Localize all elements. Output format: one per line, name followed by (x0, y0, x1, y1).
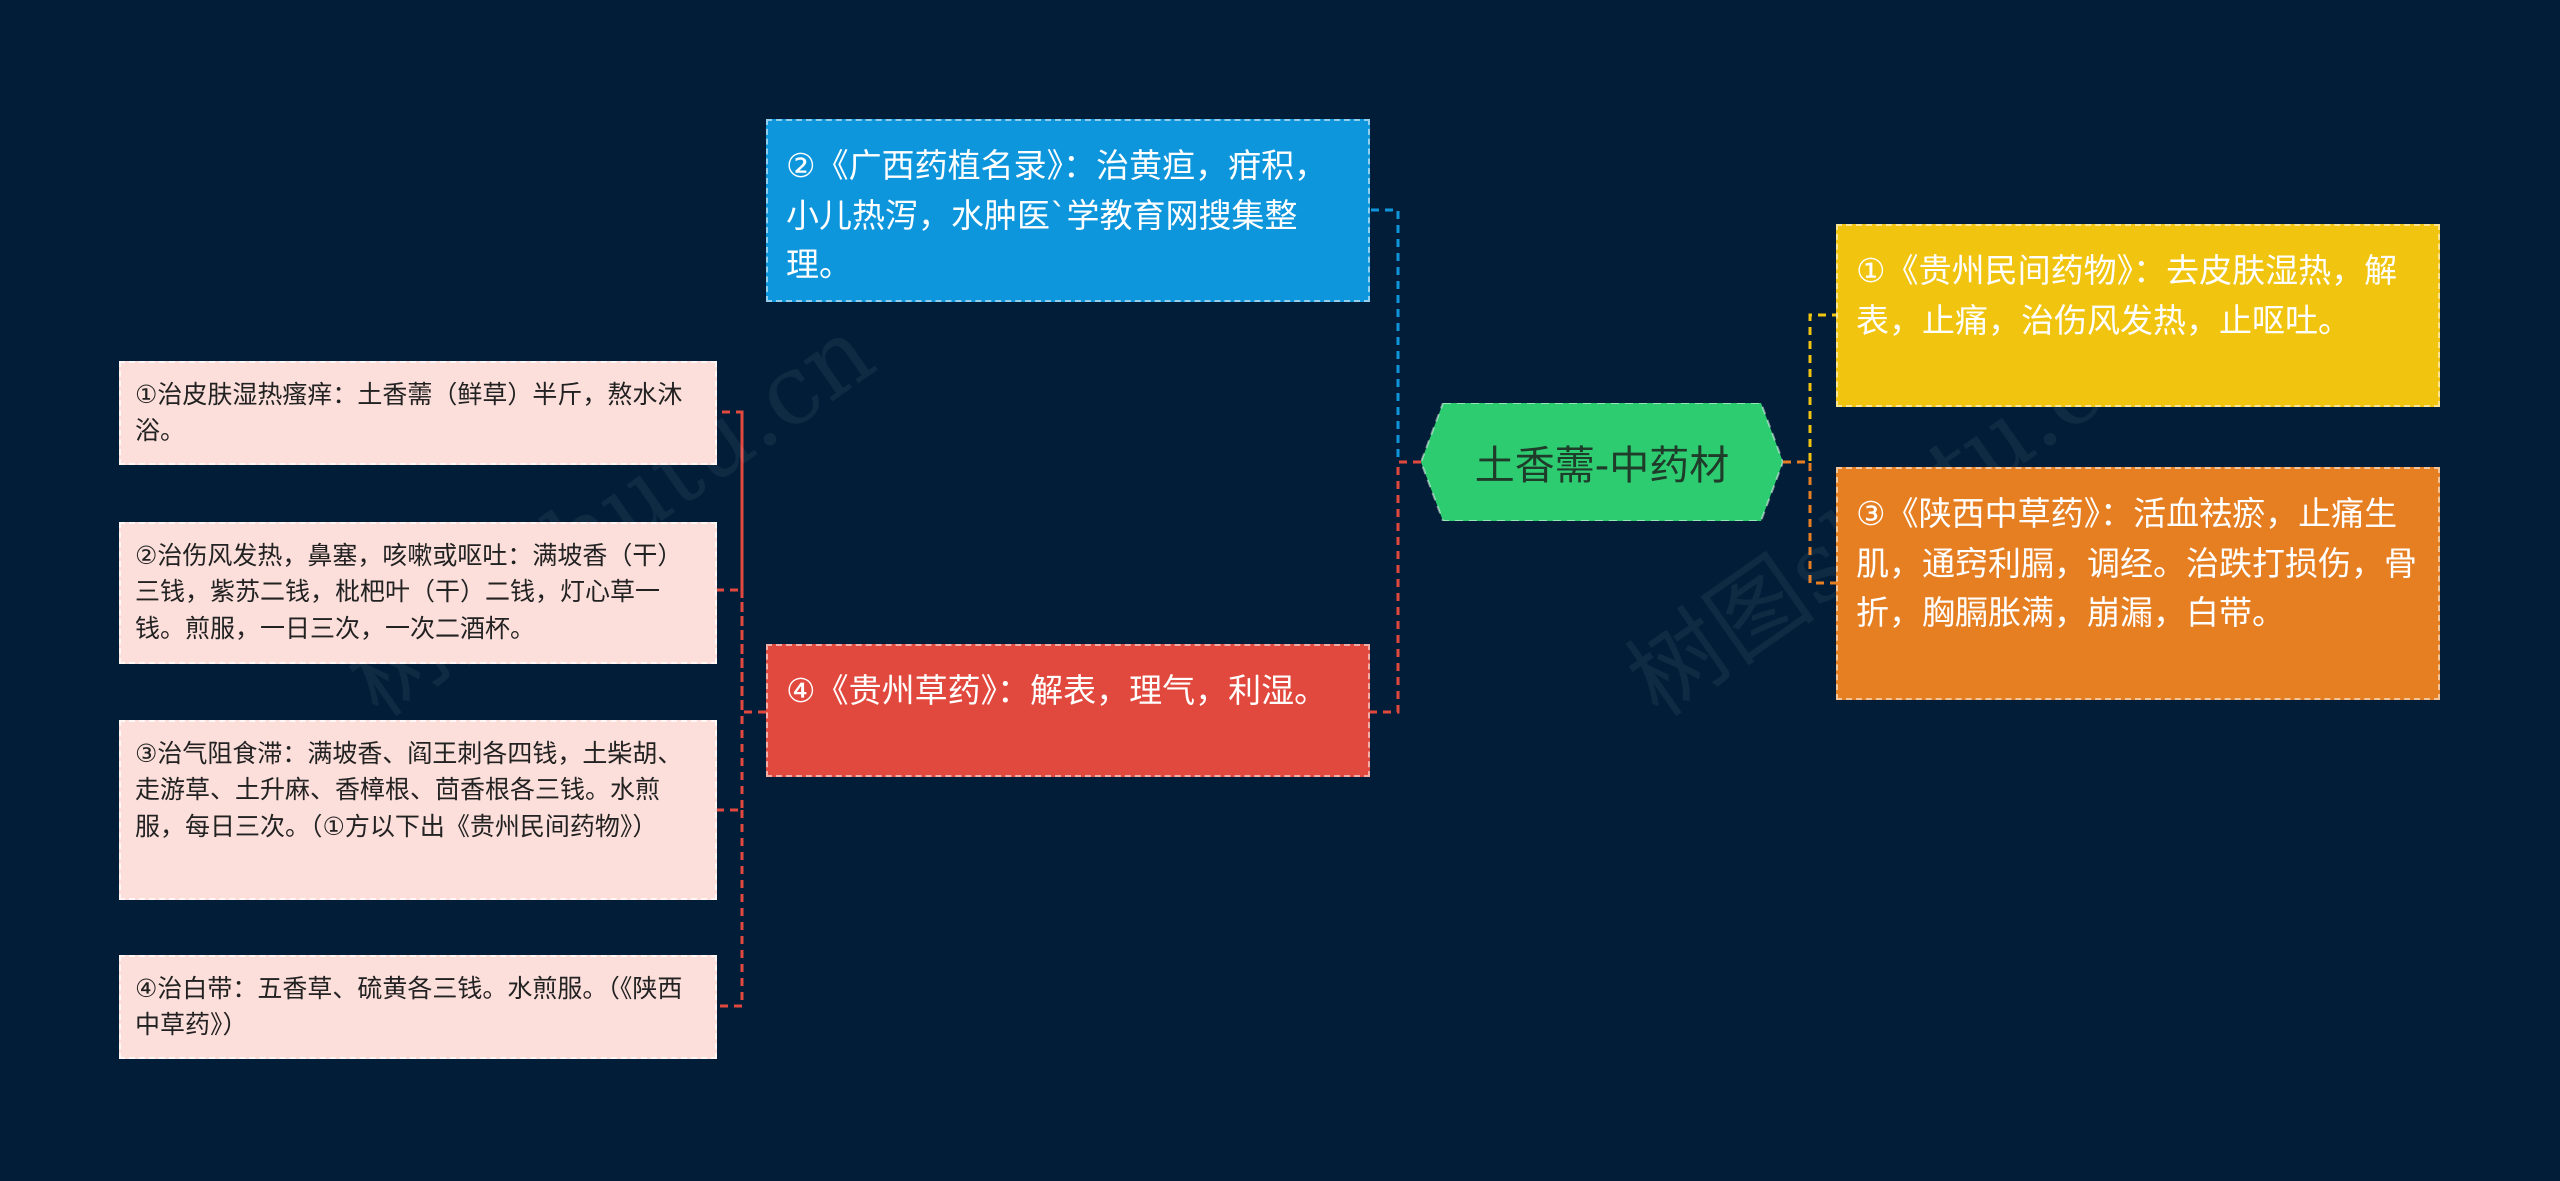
branch-guizhou-folk-text: ①《贵州民间药物》：去皮肤湿热，解表，止痛，治伤风发热，止呕吐。 (1856, 251, 2398, 340)
branch-guizhou-herbs[interactable]: ④《贵州草药》：解表，理气，利湿。 (766, 644, 1370, 777)
link-b2 (1370, 208, 1421, 464)
leaf-skin-itch[interactable]: ①治皮肤湿热瘙痒：土香薷（鲜草）半斤，熬水沐浴。 (119, 361, 717, 465)
branch-shaanxi[interactable]: ③《陕西中草药》：活血祛瘀，止痛生肌，通窍利膈，调经。治跌打损伤，骨折，胸膈胀满… (1836, 467, 2440, 700)
leaf-leukorrhea-text: ④治白带：五香草、硫黄各三钱。水煎服。（《陕西中草药》） (135, 974, 683, 1040)
link-b3 (1783, 460, 1836, 585)
branch-guangxi-text: ②《广西药植名录》：治黄疸，疳积，小儿热泻，水肿医`学教育网搜集整理。 (786, 146, 1328, 284)
leaf-indigestion-text: ③治气阻食滞：满坡香、阎王刺各四钱，土柴胡、走游草、土升麻、香樟根、茴香根各三钱… (135, 739, 683, 841)
leaf-cold-fever[interactable]: ②治伤风发热，鼻塞，咳嗽或呕吐：满坡香（干）三钱，紫苏二钱，枇杷叶（干）二钱，灯… (119, 522, 717, 664)
link-leaves (717, 410, 766, 1008)
leaf-skin-itch-text: ①治皮肤湿热瘙痒：土香薷（鲜草）半斤，熬水沐浴。 (135, 380, 683, 446)
link-b1 (1783, 313, 1836, 464)
branch-guangxi[interactable]: ②《广西药植名录》：治黄疸，疳积，小儿热泻，水肿医`学教育网搜集整理。 (766, 119, 1370, 302)
leaf-cold-fever-text: ②治伤风发热，鼻塞，咳嗽或呕吐：满坡香（干）三钱，紫苏二钱，枇杷叶（干）二钱，灯… (135, 541, 683, 643)
link-b4 (1370, 460, 1421, 714)
branch-guizhou-folk[interactable]: ①《贵州民间药物》：去皮肤湿热，解表，止痛，治伤风发热，止呕吐。 (1836, 224, 2440, 407)
center-topic-label: 土香薷-中药材 (1474, 443, 1730, 489)
leaf-indigestion[interactable]: ③治气阻食滞：满坡香、阎王刺各四钱，土柴胡、走游草、土升麻、香樟根、茴香根各三钱… (119, 720, 717, 900)
branch-shaanxi-text: ③《陕西中草药》：活血祛瘀，止痛生肌，通窍利膈，调经。治跌打损伤，骨折，胸膈胀满… (1856, 494, 2417, 632)
leaf-leukorrhea[interactable]: ④治白带：五香草、硫黄各三钱。水煎服。（《陕西中草药》） (119, 955, 717, 1059)
center-hexagon (1421, 403, 1783, 521)
branch-guizhou-herbs-text: ④《贵州草药》：解表，理气，利湿。 (786, 671, 1328, 710)
center-topic[interactable]: 土香薷-中药材 (1421, 403, 1783, 521)
